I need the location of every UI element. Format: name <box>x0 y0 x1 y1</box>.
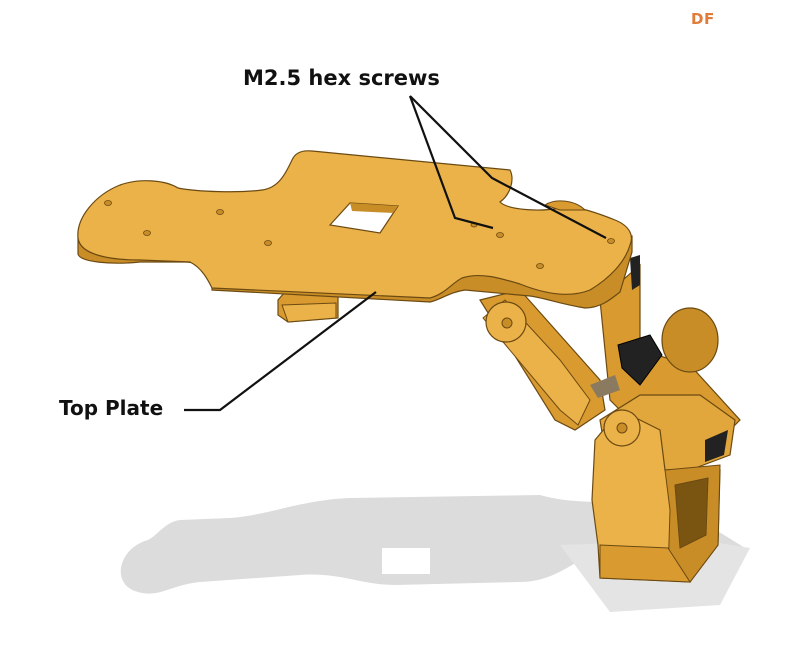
screw-hole <box>216 209 224 215</box>
screw-hole <box>607 238 615 244</box>
leg-assembly <box>479 255 741 583</box>
lower-leg-slot <box>674 477 709 549</box>
knee-black-part <box>705 430 728 462</box>
top-plate-callout-label: Top Plate <box>59 396 164 420</box>
shadow-hole <box>382 548 430 574</box>
screw-hole <box>264 240 272 246</box>
foot-bottom <box>599 544 691 583</box>
screw-leader-2 <box>409 95 607 239</box>
servo-black-part <box>617 334 663 386</box>
upper-pivot-hole <box>501 317 513 329</box>
screw-leader-1 <box>408 95 494 230</box>
rear-roller <box>543 200 587 211</box>
screw-hole <box>143 230 151 236</box>
brand-logo: DF <box>691 10 715 28</box>
bracket-face <box>281 302 337 323</box>
screw-hole <box>496 232 504 238</box>
screw-hole <box>104 200 112 206</box>
screw-hole <box>536 263 544 269</box>
callout-lines <box>184 95 607 412</box>
servo-black-part-2 <box>630 255 640 290</box>
lower-pivot-hole <box>616 422 628 434</box>
plate-square-hole-wall <box>350 203 398 213</box>
thin-arm <box>590 375 620 398</box>
top-plate <box>77 150 633 309</box>
shadow-plate <box>120 495 745 594</box>
servo-horn <box>661 307 719 373</box>
screw-holes <box>104 200 615 269</box>
screws-callout-label: M2.5 hex screws <box>243 66 440 90</box>
under-bracket <box>277 291 339 323</box>
plate-leader <box>184 291 377 412</box>
